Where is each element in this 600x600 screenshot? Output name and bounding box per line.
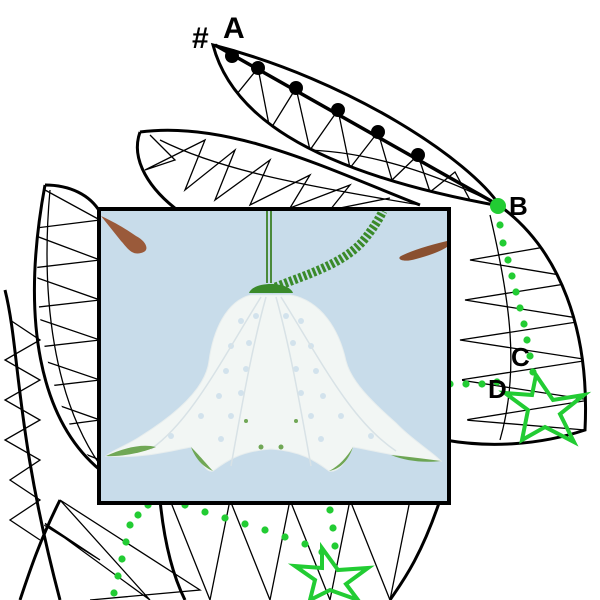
star-right — [498, 369, 592, 447]
label-c: C — [511, 342, 530, 372]
green-cord — [269, 211, 388, 294]
label-hash: # — [192, 22, 209, 55]
pin-6 — [411, 148, 425, 162]
petal-bottom-outline — [158, 499, 187, 600]
label-a: A — [223, 12, 245, 45]
petal-left-outline — [32, 184, 101, 472]
petal-bottom-right-outline — [388, 499, 442, 600]
twig-left — [101, 216, 147, 254]
petal-lower-outline — [18, 499, 62, 600]
label-b: B — [509, 191, 528, 221]
star-bottom — [287, 541, 375, 600]
pin-1 — [225, 49, 239, 63]
petal-far-left-outline — [3, 289, 62, 600]
lace-green-trim — [106, 419, 441, 471]
point-b-dot — [490, 198, 506, 214]
petal-outlines — [3, 42, 588, 600]
lace-ribs — [150, 296, 397, 467]
lace-texture — [168, 313, 374, 442]
pin-2 — [251, 61, 265, 75]
pin-4 — [331, 103, 345, 117]
pin-5 — [371, 125, 385, 139]
pin-3 — [289, 81, 303, 95]
twig-right — [399, 241, 447, 261]
petal-left-top-outline — [44, 183, 102, 213]
lace-bell-photo-frame — [97, 207, 451, 505]
pin-edge — [214, 43, 501, 208]
petal-right-outline — [444, 204, 588, 446]
lace-bell-body — [104, 294, 443, 472]
petal-upper-outline — [139, 128, 421, 207]
label-d: D — [488, 374, 507, 404]
bell-top — [249, 284, 293, 293]
petal-upper-inner-outline — [135, 131, 181, 214]
lace-bell-photo — [101, 211, 447, 501]
